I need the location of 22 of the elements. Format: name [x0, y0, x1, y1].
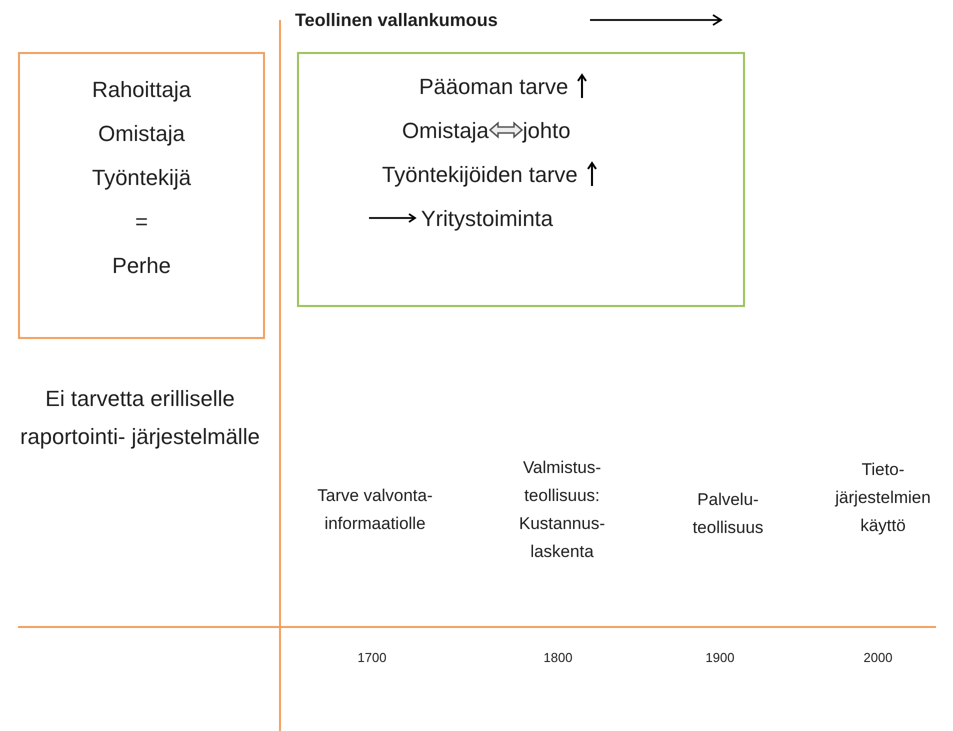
- year-label: 1900: [704, 649, 736, 667]
- box-text: Rahoittaja: [92, 76, 192, 104]
- box-text: johto: [522, 116, 571, 145]
- box-text: Pääoman tarve: [419, 72, 568, 100]
- industrial-box: [297, 52, 745, 307]
- year-label: 1800: [542, 649, 574, 667]
- box-text: Työntekijöiden tarve: [382, 160, 578, 189]
- box-text: Perhe: [112, 252, 171, 280]
- year-label: 2000: [862, 649, 894, 667]
- title: Teollinen vallankumous: [295, 9, 498, 32]
- era-label: Tieto- järjestelmien käyttö: [834, 459, 932, 537]
- year-label: 1700: [356, 649, 388, 667]
- box-text: Omistaja: [98, 120, 185, 148]
- box-text: =: [135, 208, 148, 236]
- box-text: Omistaja: [402, 116, 489, 145]
- era-label: Palvelu- teollisuus: [692, 489, 764, 539]
- family-box: [18, 52, 265, 339]
- era-label: Tarve valvonta- informaatiolle: [316, 485, 434, 535]
- box-text: Työntekijä: [92, 164, 192, 192]
- era-label: Ei tarvetta erilliselle raportointi- järjestelmälle: [19, 385, 261, 451]
- era-label: Valmistus- teollisuus: Kustannus- laskenta: [518, 457, 606, 563]
- box-text: Yritystoiminta: [421, 204, 554, 233]
